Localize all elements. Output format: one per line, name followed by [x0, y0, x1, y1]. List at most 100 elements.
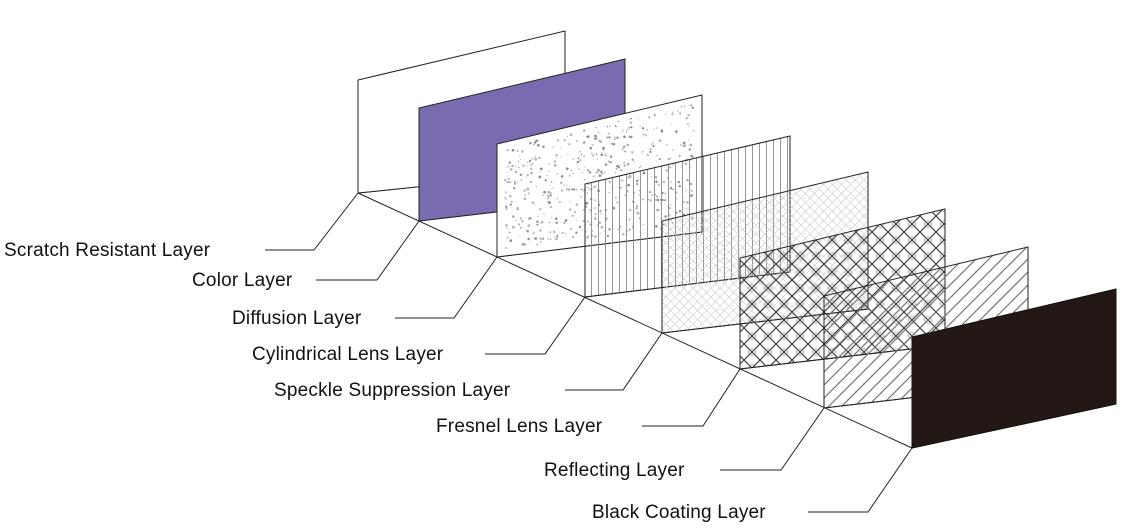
- speckle-dot: [556, 139, 560, 142]
- speckle-dot: [526, 161, 529, 164]
- speckle-dot: [532, 233, 534, 235]
- speckle-dot: [578, 225, 582, 229]
- speckle-dot: [571, 214, 574, 218]
- speckle-dot: [688, 125, 690, 128]
- speckle-dot: [608, 136, 610, 138]
- speckle-dot: [652, 145, 655, 148]
- speckle-dot: [555, 153, 558, 157]
- speckle-dot: [546, 197, 550, 200]
- speckle-dot: [607, 160, 610, 162]
- speckle-dot: [604, 153, 606, 156]
- speckle-dot: [615, 168, 618, 170]
- speckle-dot: [646, 153, 649, 157]
- speckle-dot: [649, 148, 652, 151]
- speckle-dot: [678, 154, 681, 158]
- speckle-dot: [529, 164, 532, 167]
- speckle-dot: [515, 165, 517, 167]
- speckle-dot: [600, 151, 602, 154]
- speckle-dot: [554, 217, 558, 220]
- speckle-dot: [509, 239, 513, 242]
- speckle-dot: [616, 136, 618, 138]
- speckle-dot: [629, 136, 632, 139]
- speckle-dot: [561, 231, 564, 234]
- speckle-dot: [553, 163, 557, 167]
- speckle-dot: [594, 137, 597, 141]
- speckle-dot: [691, 106, 694, 110]
- speckle-dot: [550, 181, 553, 183]
- label-diffusion-layer: Diffusion Layer: [232, 308, 362, 329]
- speckle-dot: [576, 219, 578, 221]
- speckle-dot: [606, 126, 609, 128]
- speckle-dot: [527, 237, 530, 240]
- speckle-dot: [518, 223, 521, 226]
- speckle-dot: [598, 169, 600, 172]
- speckle-dot: [510, 200, 513, 203]
- speckle-dot: [552, 187, 554, 189]
- speckle-dot: [519, 217, 522, 220]
- speckle-dot: [602, 149, 605, 151]
- speckle-dot: [585, 135, 587, 137]
- speckle-dot: [521, 242, 525, 246]
- speckle-dot: [536, 223, 539, 226]
- speckle-dot: [525, 176, 528, 178]
- label-scratch-resistant-layer: Scratch Resistant Layer: [4, 240, 211, 261]
- speckle-dot: [617, 120, 620, 123]
- speckle-dot: [523, 197, 527, 201]
- speckle-dot: [531, 162, 534, 165]
- speckle-dot: [507, 177, 510, 180]
- speckle-dot: [514, 182, 516, 185]
- speckle-dot: [537, 143, 540, 147]
- speckle-dot: [595, 126, 597, 129]
- speckle-dot: [539, 222, 541, 224]
- speckle-dot: [515, 219, 517, 221]
- speckle-dot: [599, 132, 601, 134]
- speckle-dot: [604, 163, 608, 166]
- speckle-dot: [533, 203, 536, 205]
- speckle-dot: [639, 165, 642, 167]
- speckle-dot: [505, 223, 508, 227]
- speckle-dot: [586, 135, 590, 139]
- speckle-dot: [519, 235, 521, 237]
- speckle-dot: [616, 164, 619, 168]
- speckle-dot: [653, 128, 655, 130]
- speckle-dot: [555, 237, 558, 240]
- speckle-dot: [509, 194, 512, 198]
- speckle-dot: [564, 218, 568, 222]
- speckle-dot: [539, 171, 541, 173]
- speckle-dot: [594, 172, 596, 174]
- speckle-dot: [524, 194, 527, 196]
- speckle-dot: [518, 155, 521, 157]
- speckle-dot: [641, 127, 645, 130]
- speckle-dot: [683, 105, 686, 107]
- speckle-dot: [602, 146, 605, 150]
- speckle-dot: [629, 121, 633, 124]
- speckle-dot: [507, 165, 510, 168]
- speckle-dot: [581, 171, 584, 174]
- speckle-dot: [689, 154, 693, 157]
- speckle-dot: [567, 153, 569, 155]
- speckle-dot: [622, 129, 624, 132]
- speckle-dot: [506, 149, 509, 152]
- speckle-dot: [688, 148, 691, 151]
- speckle-dot: [583, 129, 586, 132]
- label-cylindrical-lens-layer: Cylindrical Lens Layer: [252, 344, 444, 365]
- speckle-dot: [579, 159, 582, 162]
- speckle-dot: [511, 225, 515, 229]
- speckle-dot: [531, 201, 534, 204]
- speckle-dot: [505, 205, 508, 208]
- speckle-dot: [599, 140, 603, 144]
- speckle-dot: [569, 133, 573, 137]
- speckle-dot: [536, 220, 539, 223]
- speckle-dot: [548, 201, 551, 205]
- speckle-dot: [506, 181, 509, 184]
- speckle-dot: [641, 152, 643, 154]
- speckle-dot: [628, 126, 631, 129]
- speckle-dot: [568, 143, 571, 146]
- speckle-dot: [506, 227, 508, 229]
- speckle-dot: [540, 221, 543, 224]
- speckle-dot: [551, 217, 553, 219]
- speckle-dot: [589, 146, 593, 150]
- speckle-dot: [526, 165, 528, 167]
- speckle-dot: [612, 143, 616, 146]
- speckle-dot: [580, 188, 583, 191]
